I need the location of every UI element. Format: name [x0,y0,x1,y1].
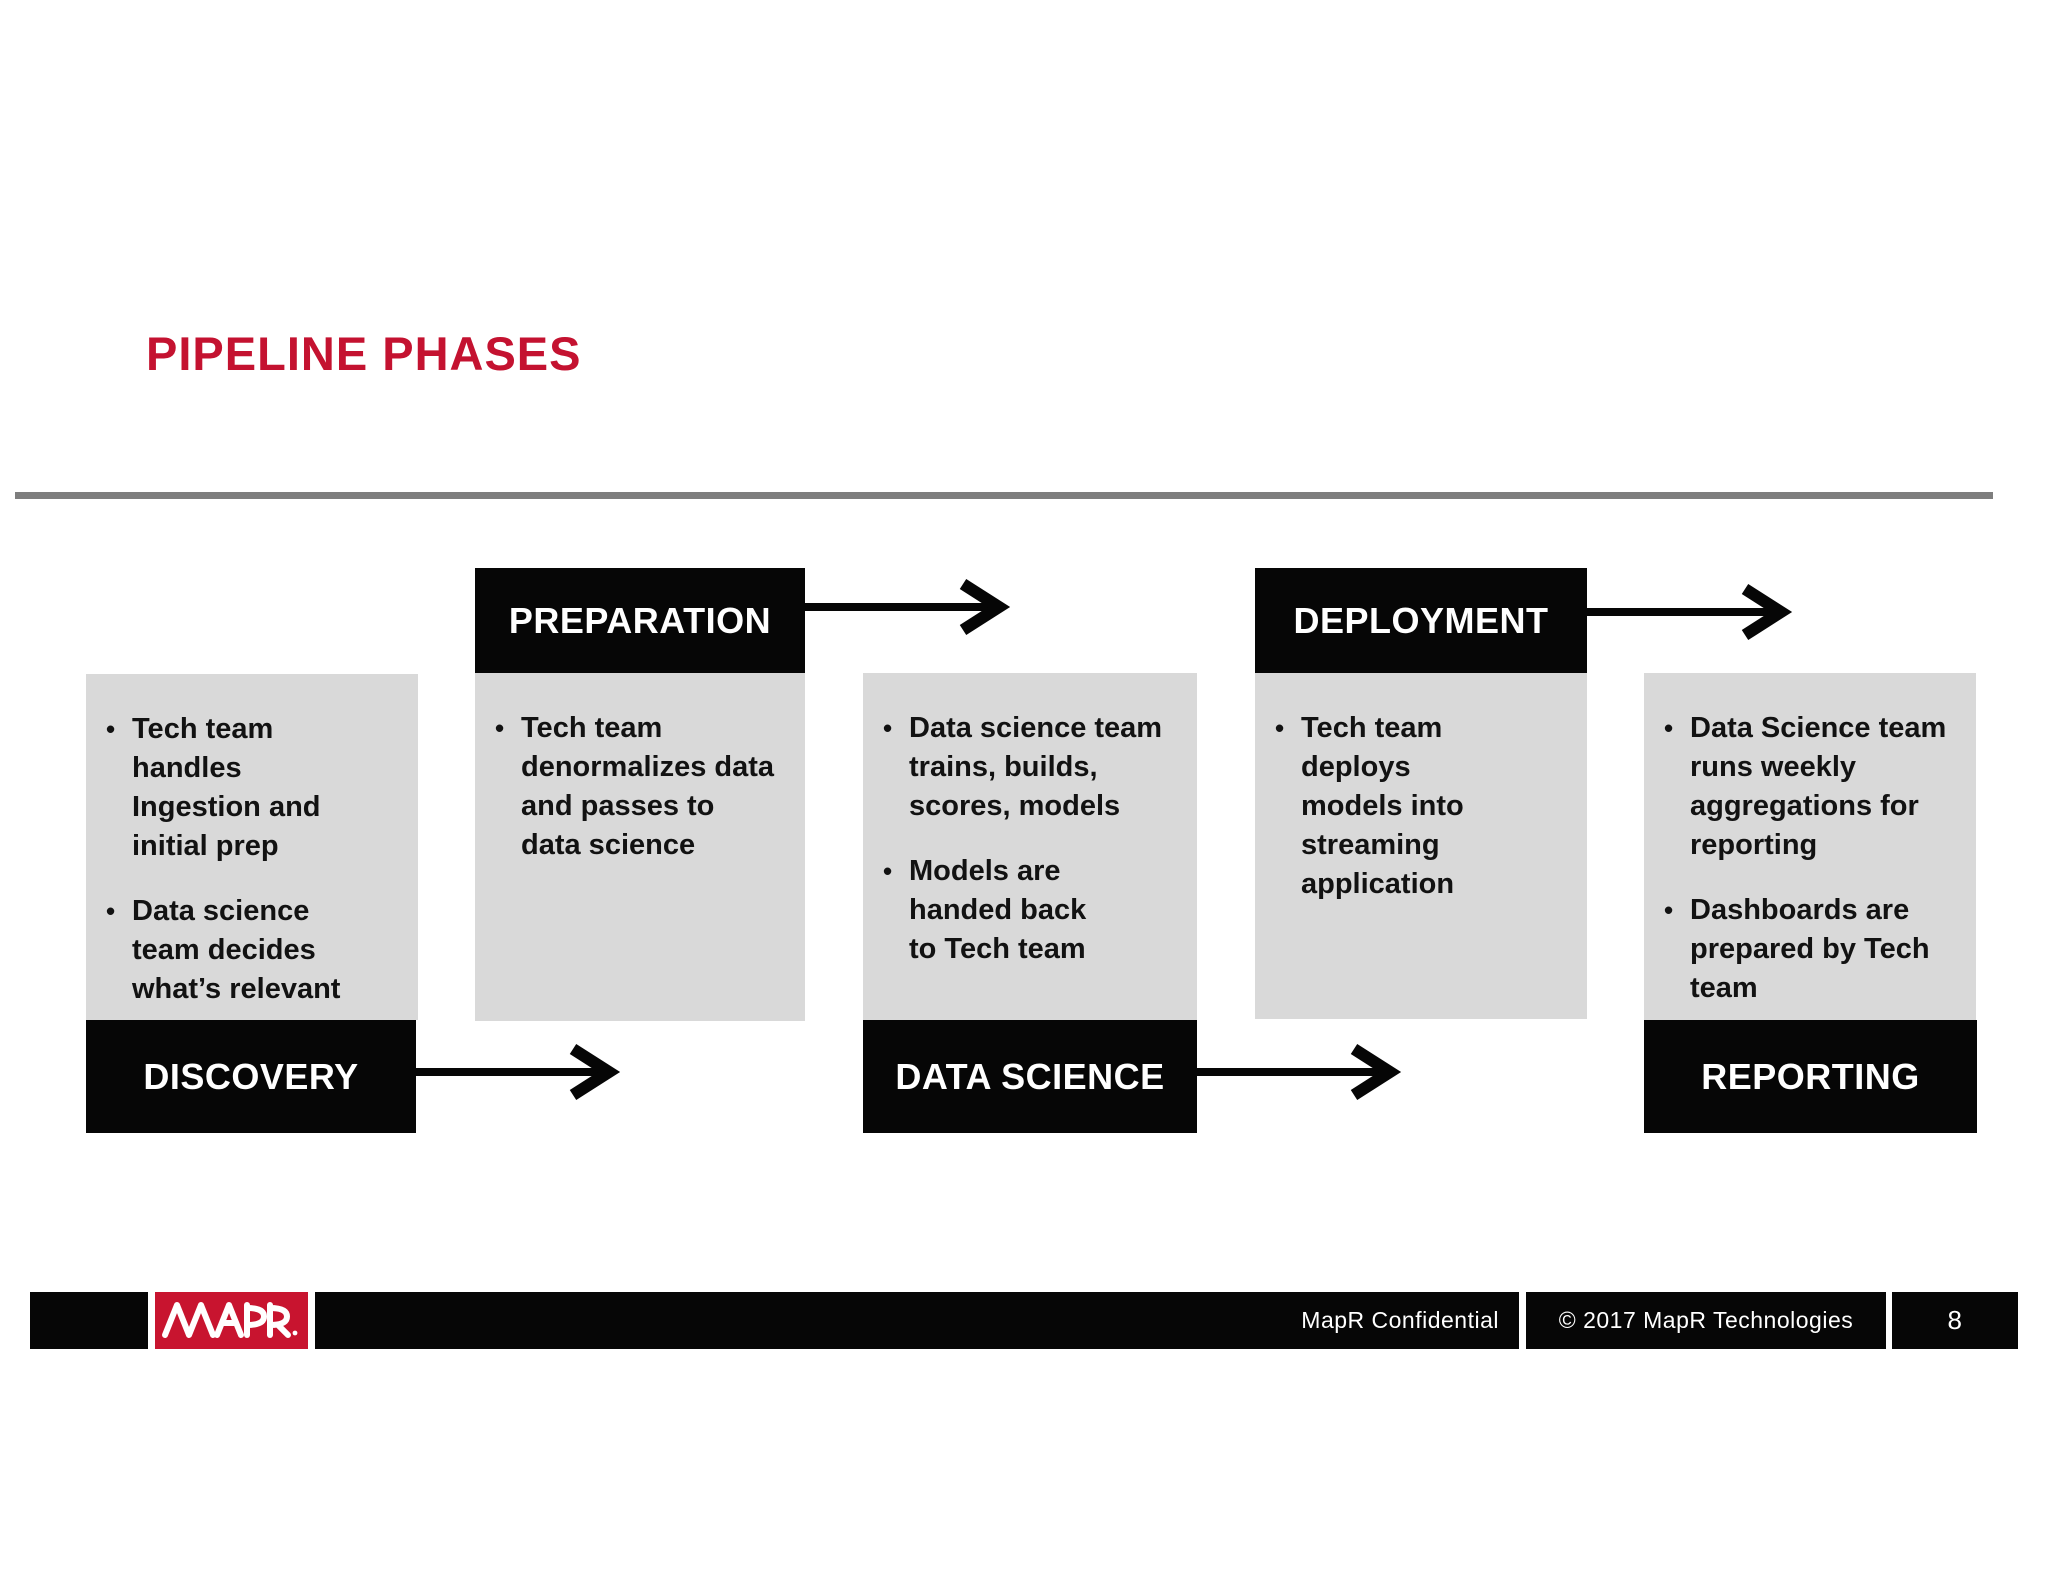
page-number: 8 [1947,1305,1963,1335]
list-item: • Data Science team runs weekly aggregat… [1664,709,1968,865]
bullet-icon: • [106,896,116,926]
bullet-text: Models are handed back to Tech team [909,855,1087,965]
phase-label-preparation: PREPARATION [475,568,805,673]
flow-arrow-icon [413,1043,621,1101]
flow-arrow-icon [1194,1043,1402,1101]
bullet-text: Data science team decides what’s relevan… [132,895,341,1005]
flow-arrow-icon [1585,583,1793,641]
bullet-text: Tech team handles Ingestion and initial … [132,713,321,862]
list-item: • Tech team denormalizes data and passes… [495,709,797,865]
bullet-icon: • [883,713,893,743]
bullet-icon: • [1275,713,1285,743]
phase-label-discovery: DISCOVERY [86,1020,416,1133]
phase-preparation-body: • Tech team denormalizes data and passes… [475,673,805,1021]
mapr-logo [155,1292,308,1349]
bullet-icon: • [1664,895,1674,925]
phase-label-data-science: DATA SCIENCE [863,1020,1197,1133]
phase-data-science-body: • Data science team trains, builds, scor… [863,673,1197,1020]
phase-discovery-body: • Tech team handles Ingestion and initia… [86,674,418,1020]
mapr-logo-icon [162,1302,298,1338]
bullet-text: Data Science team runs weekly aggregatio… [1690,712,1947,861]
phase-label-deployment: DEPLOYMENT [1255,568,1587,673]
list-item: • Models are handed back to Tech team [883,852,1189,969]
footer-bar-stub [30,1292,148,1349]
footer-copyright-text: © 2017 MapR Technologies [1558,1307,1854,1333]
footer-bar-copyright: © 2017 MapR Technologies [1526,1292,1886,1349]
list-item: • Tech team handles Ingestion and initia… [106,710,410,866]
bullet-icon: • [883,856,893,886]
bullet-text: Data science team trains, builds, scores… [909,712,1163,822]
footer-bar-main: MapR Confidential [315,1292,1519,1349]
bullet-icon: • [1664,713,1674,743]
list-item: • Dashboards are prepared by Tech team [1664,891,1968,1008]
phase-deployment-body: • Tech team deploys models into streamin… [1255,673,1587,1019]
page-title: PIPELINE PHASES [146,327,582,380]
list-item: • Tech team deploys models into streamin… [1275,709,1579,904]
bullet-icon: • [495,713,505,743]
list-item: • Data science team decides what’s relev… [106,892,410,1009]
bullet-text: Tech team deploys models into streaming … [1301,712,1464,900]
footer-bar-page: 8 [1892,1292,2018,1349]
flow-arrow-icon [803,578,1011,636]
list-item: • Data science team trains, builds, scor… [883,709,1189,826]
bullet-text: Tech team denormalizes data and passes t… [521,712,775,861]
title-divider [15,492,1993,499]
footer-confidential-text: MapR Confidential [1301,1307,1499,1333]
phase-label-reporting: REPORTING [1644,1020,1977,1133]
bullet-text: Dashboards are prepared by Tech team [1690,894,1930,1004]
bullet-icon: • [106,714,116,744]
phase-reporting-body: • Data Science team runs weekly aggregat… [1644,673,1976,1020]
